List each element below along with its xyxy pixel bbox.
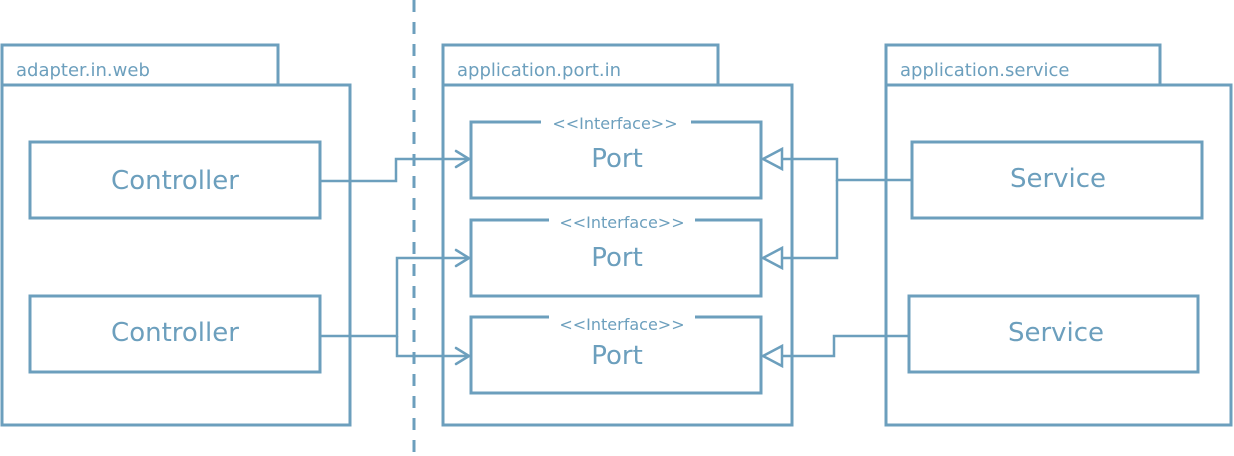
service-label: Service xyxy=(1008,318,1104,348)
controller-label: Controller xyxy=(111,318,239,348)
usage-connector xyxy=(320,256,468,338)
package-name: adapter.in.web xyxy=(16,60,150,81)
package-name: application.port.in xyxy=(457,60,621,81)
port-interface-box: <<Interface>> Port xyxy=(469,112,763,200)
package-body xyxy=(884,83,1233,427)
realization-connectors xyxy=(760,146,912,369)
package-adapter-in-web: adapter.in.web Controller Controller xyxy=(0,43,352,427)
package-body xyxy=(0,83,352,427)
realization-connector xyxy=(781,180,839,260)
realization-triangle-icon xyxy=(760,343,784,369)
package-application-service: application.service Service Service xyxy=(884,43,1233,427)
controller-label: Controller xyxy=(111,166,239,196)
port-interface-box: <<Interface>> Port xyxy=(469,314,763,395)
usage-connector xyxy=(395,336,468,358)
package-application-port-in: application.port.in <<Interface>> Port <… xyxy=(441,43,794,427)
service-box: Service xyxy=(910,140,1204,220)
controller-box: Controller xyxy=(28,294,322,374)
arrow-head-icon xyxy=(454,346,471,366)
service-box: Service xyxy=(907,294,1200,374)
port-label: Port xyxy=(591,144,643,174)
usage-connector xyxy=(320,157,468,183)
arrow-head-icon xyxy=(454,149,471,169)
package-body xyxy=(441,83,794,427)
realization-triangle-icon xyxy=(760,146,784,172)
port-interface-box: <<Interface>> Port xyxy=(469,212,763,298)
controller-box: Controller xyxy=(28,140,322,220)
port-stereotype: <<Interface>> xyxy=(559,315,684,334)
port-stereotype: <<Interface>> xyxy=(552,114,677,133)
realization-connector xyxy=(781,157,912,182)
realization-triangle-icon xyxy=(760,245,784,271)
package-name: application.service xyxy=(900,60,1070,81)
port-stereotype: <<Interface>> xyxy=(559,213,684,232)
arrow-head-icon xyxy=(454,248,471,268)
realization-connector xyxy=(781,334,909,358)
service-label: Service xyxy=(1010,164,1106,194)
port-label: Port xyxy=(591,341,643,371)
port-label: Port xyxy=(591,243,643,273)
usage-connectors xyxy=(320,149,471,366)
